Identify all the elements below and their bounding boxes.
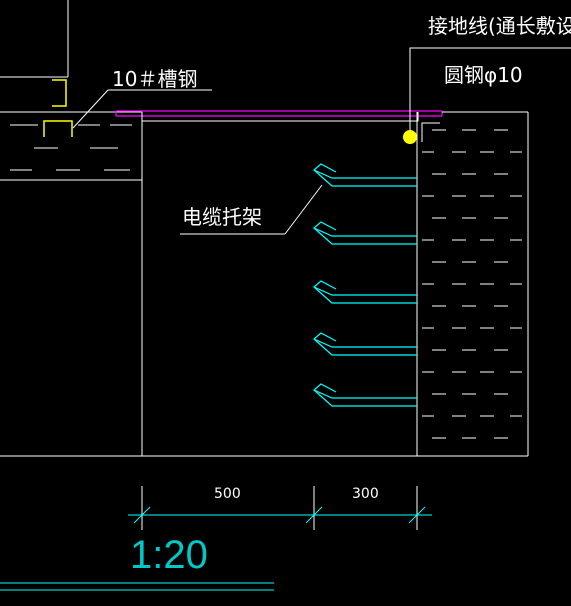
right-wall-hatch	[422, 129, 522, 439]
dimension-tick-mid	[305, 506, 323, 524]
tray-arm-lower	[313, 389, 417, 407]
dimension-left-value: 500	[214, 486, 241, 502]
scale-underline	[0, 582, 274, 591]
scale-label: 1:20	[130, 533, 208, 577]
dimension-tick-left	[133, 506, 151, 524]
tray-arm-upper	[312, 383, 417, 399]
cover-plate	[115, 110, 443, 117]
channel-steel-symbols	[43, 79, 73, 137]
tray-arm-lower	[313, 227, 417, 245]
right-wall	[416, 111, 529, 456]
tray-arm-upper	[312, 221, 417, 237]
cable-tray-leader-diag	[284, 184, 323, 235]
grounding-leader-line	[409, 47, 571, 137]
channel-leader-diag	[72, 89, 109, 129]
round-steel-label: 圆钢φ10	[444, 63, 523, 87]
grounding-wire-label: 接地线(通长敷设)	[428, 14, 571, 38]
tray-arm-upper	[312, 332, 417, 348]
dimension-tick-right	[408, 506, 426, 524]
cable-tray-label: 电缆托架	[182, 205, 262, 229]
dimension-line	[128, 486, 432, 530]
tray-arm-upper	[312, 163, 417, 179]
dimension-right-value: 300	[352, 486, 379, 502]
tray-arm-lower	[313, 338, 417, 356]
cable-tray-leader	[180, 184, 323, 235]
channel-steel-upper	[52, 79, 67, 107]
grounding-point-marker	[403, 130, 417, 144]
channel-steel-lower	[43, 120, 73, 137]
ground-wire-bracket	[421, 122, 440, 142]
trench-top-lip	[141, 112, 419, 122]
left-structure	[0, 0, 528, 457]
grounding-leader	[409, 47, 571, 137]
channel-steel-label: 10＃槽钢	[112, 67, 197, 91]
cable-tray-arms	[312, 163, 417, 407]
tray-arm-lower	[313, 169, 417, 187]
tray-arm-upper	[312, 280, 417, 296]
left-slab-hatch	[10, 124, 132, 171]
channel-steel-leader	[72, 89, 212, 129]
tray-arm-lower	[313, 286, 417, 304]
